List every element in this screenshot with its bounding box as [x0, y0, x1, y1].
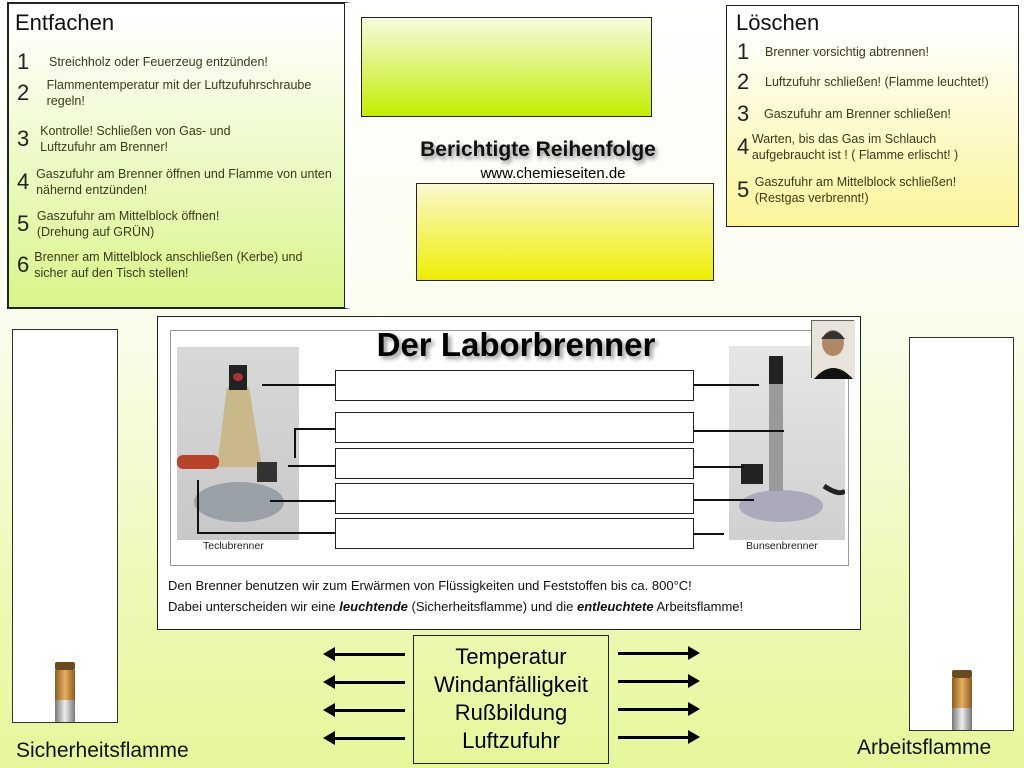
pointer-line [197, 532, 335, 534]
pointer-line [694, 499, 754, 501]
diagram-frame [170, 330, 849, 566]
answer-box-green[interactable] [361, 17, 652, 117]
arrow-right-icon [618, 674, 700, 688]
loeschen-step-2: 2 Luftzufuhr schließen! (Flamme leuchtet!… [737, 69, 1017, 95]
step-text: Gaszufuhr am Brenner schließen! [764, 107, 951, 121]
step-text: Brenner vorsichtig abtrennen! [765, 45, 929, 59]
label-field-5[interactable] [335, 518, 694, 549]
step-number: 4 [17, 169, 30, 194]
answer-box-yellow[interactable] [416, 183, 714, 281]
step-text: Luftzufuhr schließen! (Flamme leuchtet!) [765, 75, 989, 89]
arrow-right-icon [618, 730, 700, 744]
teclu-burner-icon [177, 365, 284, 522]
website-url: www.chemieseiten.de [480, 165, 626, 182]
properties-box: Temperatur Windanfälligkeit Rußbildung L… [413, 635, 609, 764]
label-field-4[interactable] [335, 483, 694, 514]
step-number: 3 [737, 101, 750, 126]
label-field-1[interactable] [335, 370, 694, 401]
pointer-line [294, 428, 335, 430]
text: (Sicherheitsflamme) und die [407, 599, 577, 614]
text: Arbeitsflamme! [653, 599, 744, 614]
arrow-left-icon [323, 675, 405, 689]
property-temperatur: Temperatur [455, 644, 567, 669]
arrow-left-icon [323, 731, 405, 745]
step-number: 2 [17, 80, 30, 105]
safety-flame-box[interactable] [12, 329, 118, 723]
step-text: Kontrolle! Schließen von Gas- und Luftzu… [40, 124, 231, 154]
pointer-line [197, 480, 199, 534]
emphasis-leuchtende: leuchtende [339, 599, 408, 614]
corrected-order-heading: Berichtigte Reihenfolge [420, 138, 656, 161]
emphasis-entleuchtete: entleuchtete [576, 599, 654, 614]
property-windanfaelligkeit: Windanfälligkeit [433, 672, 589, 697]
step-text: Streichholz oder Feuerzeug entzünden! [49, 55, 268, 69]
arrow-right-icon [618, 646, 700, 660]
burner-nozzle-icon [55, 662, 75, 722]
step-number: 3 [17, 126, 30, 151]
pointer-line [270, 500, 335, 502]
pointer-line [294, 428, 296, 458]
safety-flame-label: Sicherheitsflamme [16, 739, 189, 762]
burner-nozzle-icon [951, 670, 972, 730]
step-text: Gaszufuhr am Mittelblock schließen! (Res… [754, 175, 957, 205]
loeschen-step-1: 1 Brenner vorsichtig abtrennen! [737, 39, 1012, 65]
entfachen-title: Entfachen [15, 10, 115, 35]
step-number: 1 [737, 39, 750, 64]
entfachen-step-1: 1 Streichholz oder Feuerzeug entzünden! [17, 49, 337, 75]
bunsen-burner-image [729, 346, 847, 540]
description-line-2: Dabei unterscheiden wir eine leuchtende … [168, 599, 743, 614]
pointer-line [288, 465, 335, 467]
description-line-1: Den Brenner benutzen wir zum Erwärmen vo… [168, 578, 692, 593]
teclu-caption: Teclubrenner [203, 540, 264, 552]
pointer-line [262, 384, 335, 386]
step-number: 6 [17, 252, 30, 277]
teclu-burner-image [177, 347, 299, 540]
pointer-line [694, 384, 759, 386]
pointer-line [694, 430, 784, 432]
text: Dabei unterscheiden wir eine [168, 599, 340, 614]
step-text: Brenner am Mittelblock anschließen (Kerb… [34, 250, 303, 280]
portrait-image [811, 320, 855, 379]
step-text: Warten, bis das Gas im Schlauch aufgebra… [751, 132, 959, 162]
step-number: 4 [737, 134, 750, 159]
arrow-right-icon [618, 702, 700, 716]
property-luftzufuhr: Luftzufuhr [462, 728, 560, 753]
person-portrait-icon [812, 321, 855, 379]
step-text: Flammentemperatur mit der Luftzufuhrschr… [46, 78, 312, 108]
loeschen-step-3: 3 Gaszufuhr am Brenner schließen! [737, 101, 1012, 127]
step-number: 1 [17, 49, 30, 74]
bunsen-burner-icon [739, 356, 847, 522]
property-russbildung: Rußbildung [454, 700, 568, 725]
step-number: 5 [737, 177, 750, 202]
entfachen-box: Entfachen [7, 2, 351, 309]
pointer-line [694, 466, 744, 468]
pointer-line [694, 533, 724, 535]
step-text: Gaszufuhr am Brenner öffnen und Flamme v… [36, 167, 332, 197]
bunsen-caption: Bunsenbrenner [746, 540, 818, 552]
label-field-3[interactable] [335, 448, 694, 479]
working-flame-box[interactable] [909, 337, 1014, 731]
step-number: 5 [17, 211, 30, 236]
step-number: 2 [737, 69, 750, 94]
arrow-left-icon [323, 647, 405, 661]
entfachen-step-2: 2 Flammentemperatur mit der Luftzufuhrsch… [17, 77, 337, 109]
step-text: Gaszufuhr am Mittelblock öffnen! (Drehun… [36, 209, 220, 239]
panel-title: Der Laborbrenner [376, 326, 656, 363]
loeschen-box: Löschen [726, 5, 1019, 227]
entfachen-step-3: 3 Kontrolle! Schließen von Gas- und Luftz… [17, 123, 277, 155]
working-flame-label: Arbeitsflamme [857, 736, 992, 759]
arrow-left-icon [323, 703, 405, 717]
label-field-2[interactable] [335, 412, 694, 443]
loeschen-title: Löschen [736, 10, 820, 35]
